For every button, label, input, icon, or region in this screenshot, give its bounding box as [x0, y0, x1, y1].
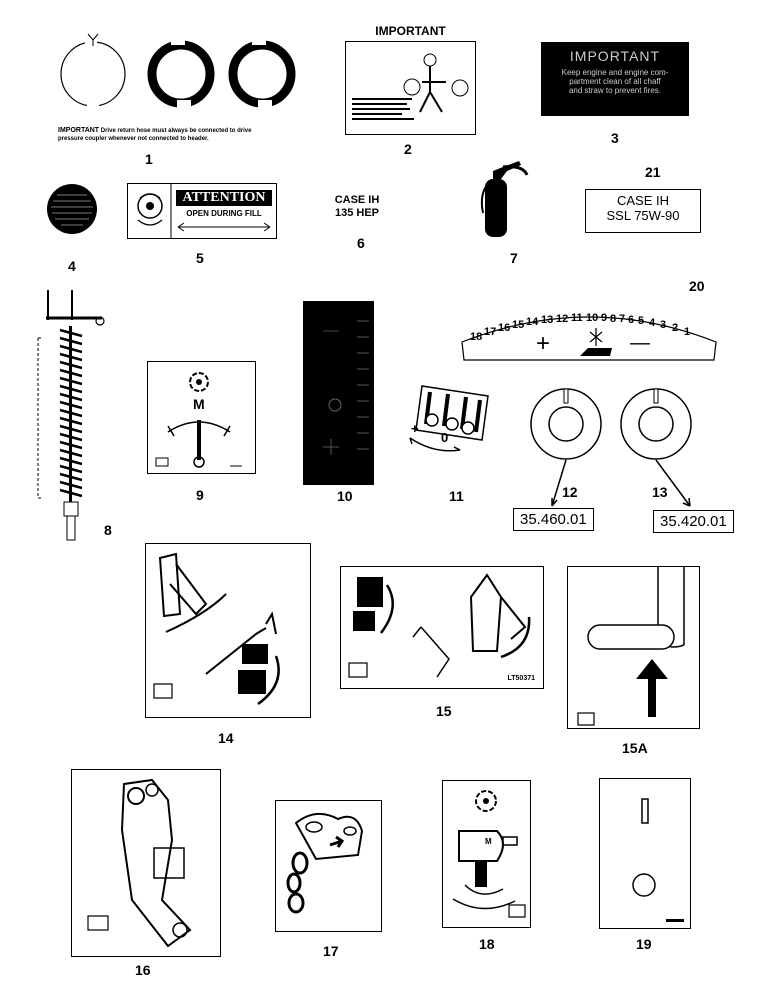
- decal-3-title: IMPORTANT: [569, 48, 661, 64]
- decal-10-number: 10: [337, 488, 353, 504]
- decal-2-title: IMPORTANT: [375, 24, 446, 38]
- decal-15-figure: [348, 573, 531, 678]
- decal-9-m: M: [193, 396, 205, 412]
- decal-12-part-number: 35.460.01: [513, 508, 594, 531]
- decal-20-scale: [461, 316, 717, 361]
- decal-17-figure: [286, 812, 364, 914]
- decal-20-numbers: 18 17 16 15 14 13 12 11 10 9 8 7 6 5 4 3…: [470, 312, 714, 347]
- decal-9-gauge: [155, 372, 242, 468]
- scale-16: 16: [498, 322, 511, 334]
- decal-10: [303, 301, 374, 485]
- decal-10-marks: [323, 320, 369, 455]
- scale-13: 13: [541, 314, 554, 326]
- decal-8-spring: [37, 290, 105, 541]
- decal-21-line-2: SSL 75W-90: [606, 208, 680, 223]
- decal-1-text: Drive return hose must always be connect…: [58, 128, 252, 142]
- decal-18-m: M: [485, 837, 492, 846]
- decal-2-figure: [352, 53, 469, 120]
- decal-19-figure: [632, 798, 684, 922]
- decal-3-line-2: partment clean of all chaff: [569, 77, 661, 86]
- decal-11-zero: 0: [441, 430, 449, 445]
- decal-5-title: ATTENTION: [176, 190, 272, 206]
- decal-3: IMPORTANT Keep engine and engine com- pa…: [541, 42, 689, 116]
- scale-15: 15: [512, 319, 525, 331]
- decal-3-line-1: Keep engine and engine com-: [561, 68, 669, 77]
- decal-16: [71, 769, 221, 957]
- scale-3: 3: [660, 319, 667, 331]
- scale-2: 2: [672, 322, 679, 334]
- decal-15a: [567, 566, 700, 729]
- decal-6-line-1: CASE IH: [334, 194, 380, 206]
- decal-13-part-number: 35.420.01: [653, 510, 734, 533]
- decal-2-number: 2: [404, 141, 412, 157]
- scale-12: 12: [556, 313, 569, 325]
- scale-7: 7: [619, 313, 626, 325]
- decal-19-number: 19: [636, 936, 652, 952]
- decal-6-number: 6: [357, 235, 365, 251]
- scale-18: 18: [470, 331, 483, 343]
- decal-2: IMPORTANT: [345, 24, 476, 135]
- decal-4-disc: [47, 184, 97, 234]
- decal-16-figure: [87, 778, 192, 948]
- decal-20-minus: —: [630, 332, 650, 354]
- decal-13-number: 13: [652, 484, 668, 500]
- decal-15-number: 15: [436, 703, 452, 719]
- decal-14-number: 14: [218, 730, 234, 746]
- decal-6-line-2: 135 HEP: [334, 207, 380, 219]
- decal-21-line-1: CASE IH: [616, 193, 669, 208]
- decal-5-number: 5: [196, 250, 204, 266]
- scale-4: 4: [649, 317, 656, 329]
- decal-17: [275, 800, 382, 932]
- decal-15-code: LT50371: [507, 675, 536, 682]
- decal-21: CASE IH SSL 75W-90: [585, 189, 701, 233]
- scale-11: 11: [571, 312, 583, 324]
- decal-20-number: 20: [689, 278, 705, 294]
- decal-15a-number: 15A: [622, 740, 648, 756]
- decal-1-caption: IMPORTANT Drive return hose must always …: [58, 127, 278, 143]
- decal-18-number: 18: [479, 936, 495, 952]
- decal-9-number: 9: [196, 487, 204, 503]
- crop-icon: [580, 328, 612, 356]
- decal-5: ATTENTION OPEN DURING FILL: [127, 183, 277, 239]
- decal-9: M: [147, 361, 256, 474]
- scale-10: 10: [586, 312, 599, 324]
- decal-1-number: 1: [145, 151, 153, 167]
- decal-3-number: 3: [611, 130, 619, 146]
- decal-21-number: 21: [645, 164, 661, 180]
- decal-14-figure: [153, 552, 280, 706]
- decal-5-arrow-icon: [177, 222, 271, 232]
- decal-4-number: 4: [68, 258, 76, 274]
- decal-8-number: 8: [104, 522, 112, 538]
- scale-6: 6: [628, 314, 635, 326]
- decal-11-plus: +: [411, 421, 419, 436]
- fire-extinguisher-icon: [480, 161, 529, 237]
- decal-16-number: 16: [135, 962, 151, 978]
- decal-7-number: 7: [510, 250, 518, 266]
- decal-15: LT50371: [340, 566, 544, 689]
- decal-20-plus: +: [536, 330, 551, 357]
- scale-5: 5: [638, 315, 645, 327]
- decal-3-line-3: and straw to prevent fires.: [568, 86, 662, 95]
- decal-1-important: IMPORTANT: [58, 127, 100, 134]
- decal-18: M: [442, 780, 531, 928]
- decal-6: CASE IH 135 HEP: [326, 194, 388, 220]
- decal-11-figure: [409, 385, 489, 452]
- scale-14: 14: [526, 316, 539, 328]
- scale-17: 17: [484, 326, 497, 338]
- scale-9: 9: [601, 312, 608, 324]
- decal-12-number: 12: [562, 484, 578, 500]
- decal-11-number: 11: [449, 488, 464, 504]
- decal-18-figure: [452, 790, 526, 918]
- decal-14: [145, 543, 311, 718]
- decal-17-number: 17: [323, 943, 339, 959]
- decal-5-pictogram: [137, 184, 172, 238]
- decal-5-subtitle: OPEN DURING FILL: [186, 209, 262, 218]
- decal-19: [599, 778, 691, 929]
- scale-1: 1: [684, 326, 691, 338]
- scale-8: 8: [610, 313, 617, 325]
- decal-15a-figure: [577, 567, 685, 726]
